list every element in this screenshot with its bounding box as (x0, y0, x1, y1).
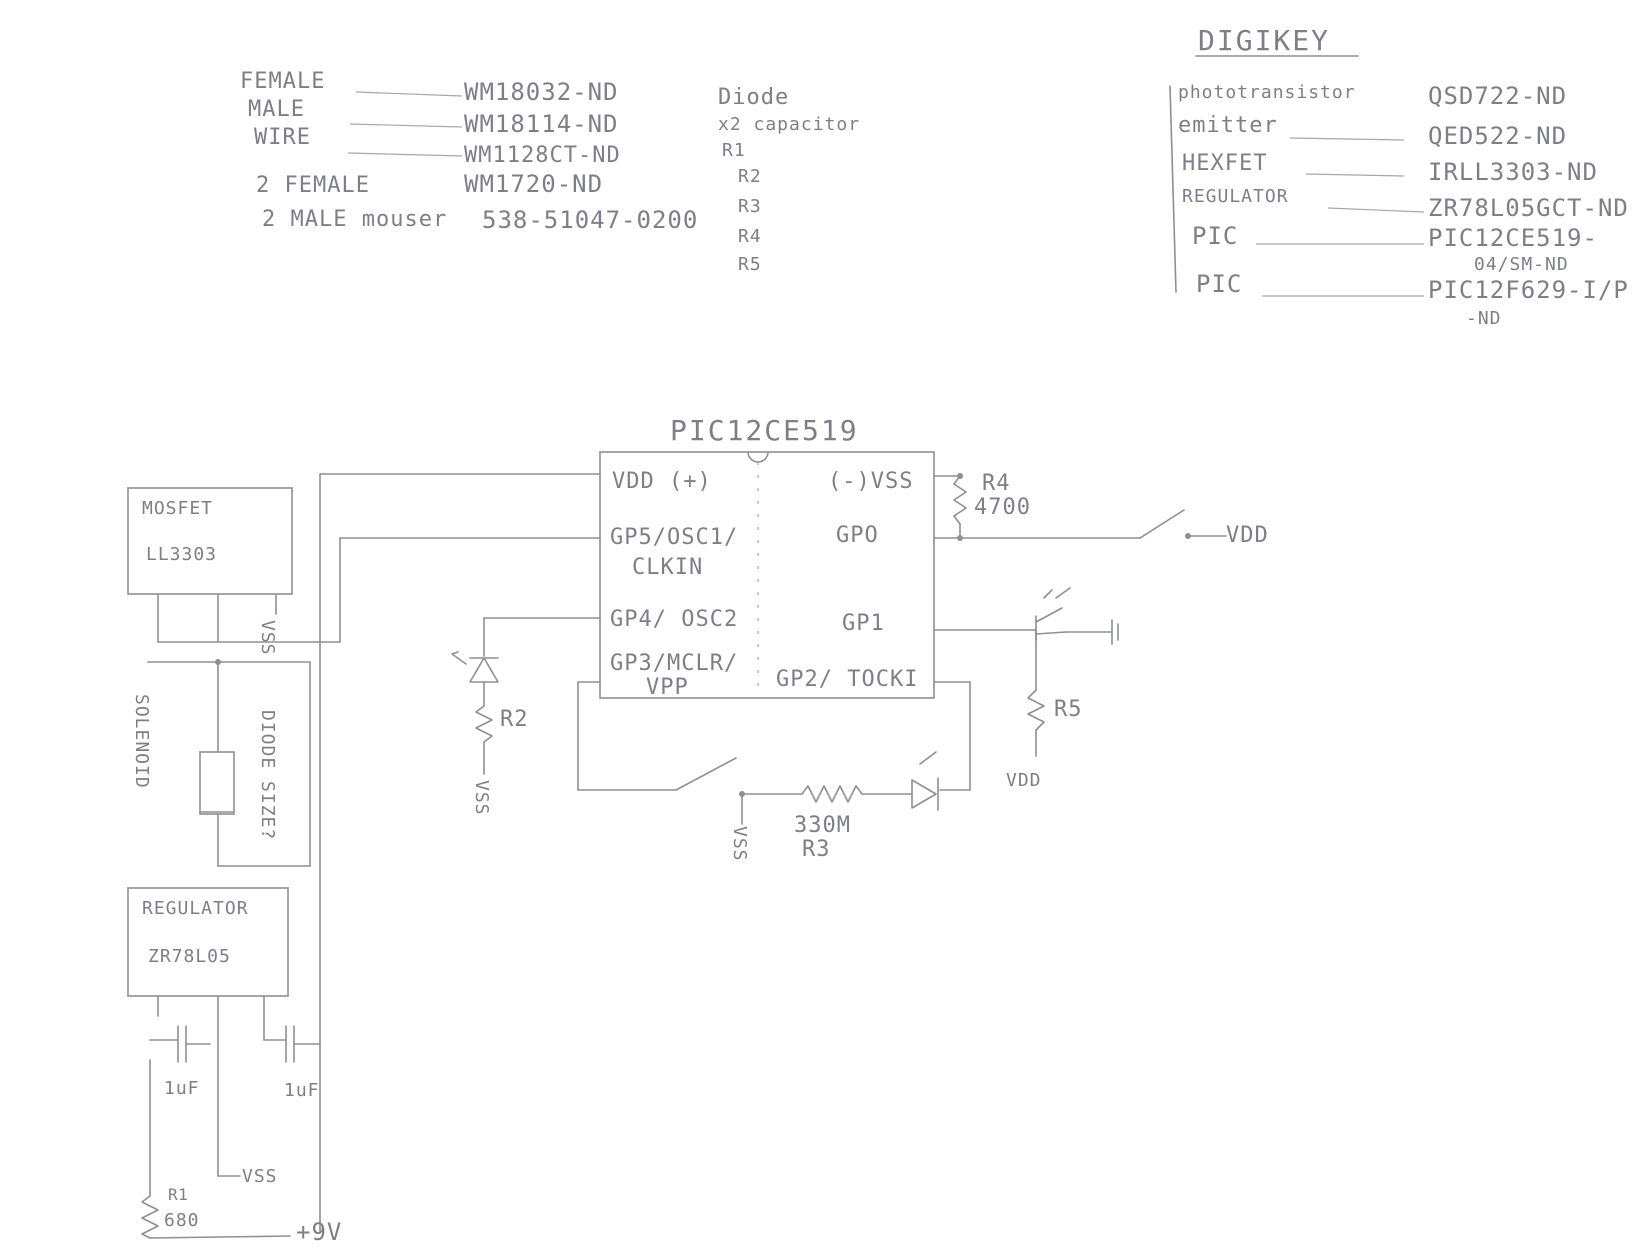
digikey-list: DIGIKEY phototransistor emitter HEXFET R… (1169, 24, 1629, 329)
parts-label-female: FEMALE (240, 69, 325, 94)
pin-gp5-clkin: CLKIN (632, 555, 703, 580)
r4-value: 4700 (974, 495, 1031, 520)
diode-size-label: DIODE SIZE? (257, 710, 278, 840)
parts-label-male: MALE (248, 97, 305, 122)
pin-gp3: GP3/MCLR/ (610, 651, 738, 676)
digikey-label-phototransistor: phototransistor (1178, 82, 1356, 103)
bracket-line (1169, 85, 1177, 293)
leader-line (1327, 207, 1425, 213)
pic-chip: PIC12CE519 VDD (+) GP5/OSC1/ CLKIN GP4/ … (599, 414, 935, 700)
r4-label: R4 (982, 471, 1011, 496)
leader-line (1305, 173, 1405, 177)
digikey-part-pic2: PIC12F629-I/P (1428, 276, 1629, 304)
leader-line (347, 152, 463, 157)
parts-number-2male: 538-51047-0200 (482, 206, 698, 234)
digikey-part-hexfet: IRLL3303-ND (1428, 158, 1598, 186)
regulator-body (127, 887, 289, 997)
component-r5: R5 (738, 254, 762, 275)
solenoid-label: SOLENOID (131, 694, 152, 789)
pin-gp0: GPO (836, 523, 879, 548)
chip-body (599, 451, 935, 699)
component-r4: R4 (738, 226, 762, 247)
leader-line (1289, 137, 1405, 141)
mosfet-title: MOSFET (142, 498, 213, 519)
regulator-title: REGULATOR (142, 898, 249, 919)
component-r3: R3 (738, 196, 762, 217)
digikey-label-pic1: PIC (1192, 222, 1238, 250)
parts-label-wire: WIRE (254, 125, 311, 150)
regulator-model: ZR78L05 (148, 946, 231, 967)
digikey-part-pic1: PIC12CE519- (1428, 224, 1598, 252)
pin-vss: (-)VSS (828, 469, 913, 494)
leader-line (355, 91, 463, 97)
digikey-part-phototransistor: QSD722-ND (1428, 82, 1567, 110)
vdd-r5-label: VDD (1006, 770, 1042, 791)
leader-line (349, 123, 463, 128)
r3-value: 330M (794, 813, 851, 838)
digikey-part-pic1-suffix: 04/SM-ND (1474, 254, 1569, 275)
mosfet-block: MOSFET LL3303 VSS (127, 487, 293, 656)
r3-label: R3 (802, 837, 831, 862)
vdd-switch-label: VDD (1226, 523, 1269, 548)
cap2-label: 1uF (284, 1080, 320, 1101)
digikey-part-regulator: ZR78L05GCT-ND (1428, 194, 1629, 222)
pin-gp5: GP5/OSC1/ (610, 525, 738, 550)
component-r2: R2 (738, 166, 762, 187)
parts-label-2male: 2 MALE mouser (262, 207, 447, 232)
pin-gp2: GP2/ TOCKI (776, 667, 918, 692)
digikey-label-emitter: emitter (1178, 113, 1278, 138)
chip-notch (747, 451, 769, 463)
parts-label-2female: 2 FEMALE (256, 173, 370, 198)
pin-gp1: GP1 (842, 611, 885, 636)
cap1-label: 1uF (164, 1078, 200, 1099)
r1-label: R1 (168, 1185, 188, 1204)
vss-bottom-label: VSS (242, 1166, 278, 1187)
r2-label: R2 (500, 707, 529, 732)
component-diode: Diode (718, 85, 789, 110)
digikey-label-regulator: REGULATOR (1182, 186, 1289, 207)
digikey-label-pic2: PIC (1196, 270, 1242, 298)
parts-number-2female: WM1720-ND (464, 170, 603, 198)
plus9v-label: +9V (296, 1218, 342, 1246)
digikey-label-hexfet: HEXFET (1182, 151, 1267, 176)
pin-vdd: VDD (+) (612, 469, 712, 494)
component-capacitor: x2 capacitor (718, 114, 860, 135)
regulator-block: REGULATOR ZR78L05 (127, 887, 289, 997)
pin-gp3-vpp: VPP (646, 675, 689, 700)
digikey-part-emitter: QED522-ND (1428, 122, 1567, 150)
mosfet-model: LL3303 (146, 544, 217, 565)
r1-value: 680 (164, 1210, 200, 1231)
mosfet-vss-label: VSS (257, 620, 278, 656)
parts-number-male: WM18114-ND (464, 110, 619, 138)
r5-label: R5 (1054, 697, 1083, 722)
pin-gp4: GP4/ OSC2 (610, 607, 738, 632)
parts-number-female: WM18032-ND (464, 78, 619, 106)
component-r1: R1 (722, 140, 746, 161)
chip-title: PIC12CE519 (670, 414, 859, 447)
parts-list: FEMALE MALE WIRE 2 FEMALE 2 MALE mouser … (240, 69, 860, 275)
mosfet-body (127, 487, 293, 595)
parts-number-wire: WM1128CT-ND (464, 143, 621, 168)
digikey-title: DIGIKEY (1198, 24, 1330, 57)
vss-r2-label: VSS (471, 780, 492, 816)
vss-r3-label: VSS (729, 826, 750, 862)
digikey-part-pic2-suffix: -ND (1466, 308, 1502, 329)
